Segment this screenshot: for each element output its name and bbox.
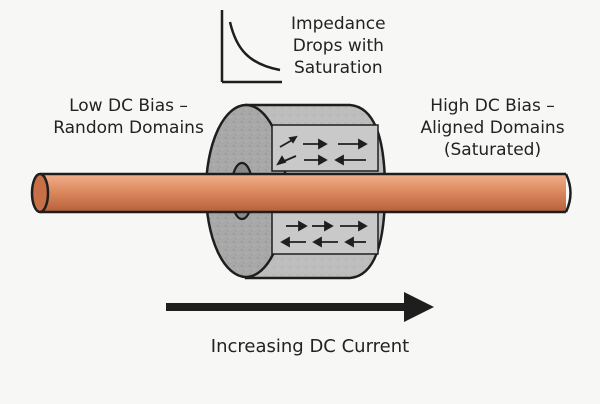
low-bias-label-line2: Random Domains — [53, 118, 204, 138]
impedance-curve-icon — [220, 10, 282, 84]
domain-arrow-icon — [280, 236, 306, 248]
low-bias-label-line1: Low DC Bias – — [69, 96, 188, 116]
current-direction-arrow-icon — [166, 292, 434, 322]
increasing-current-label: Increasing DC Current — [210, 336, 410, 357]
domain-arrow-icon — [304, 154, 328, 166]
domain-arrow-icon — [312, 220, 334, 232]
domain-arrow-icon — [344, 236, 366, 248]
wire-end-left — [30, 172, 50, 214]
high-bias-label-line3: (Saturated) — [443, 140, 542, 160]
domain-arrows-top — [276, 135, 368, 166]
impedance-label-line3: Saturation — [294, 58, 383, 78]
high-bias-label: High DC Bias – Aligned Domains (Saturate… — [400, 95, 585, 161]
low-bias-label: Low DC Bias – Random Domains — [36, 95, 221, 139]
high-bias-label-line2: Aligned Domains — [420, 118, 565, 138]
domain-arrow-icon — [303, 138, 328, 150]
copper-wire — [30, 172, 572, 214]
domain-panel-top — [271, 124, 379, 172]
impedance-label-line1: Impedance — [291, 14, 386, 34]
domain-arrow-icon — [279, 135, 298, 148]
high-bias-label-line1: High DC Bias – — [430, 96, 555, 116]
domain-arrow-icon — [276, 155, 297, 166]
domain-arrow-icon — [334, 154, 366, 166]
domain-arrow-icon — [340, 220, 368, 232]
impedance-label-line2: Drops with — [292, 36, 384, 56]
domain-arrow-icon — [338, 138, 368, 150]
wire-end-right — [564, 173, 572, 213]
domain-arrow-icon — [312, 236, 338, 248]
domain-arrow-icon — [286, 220, 308, 232]
domain-arrows-bottom — [280, 220, 368, 248]
impedance-label: Impedance Drops with Saturation — [291, 13, 386, 79]
